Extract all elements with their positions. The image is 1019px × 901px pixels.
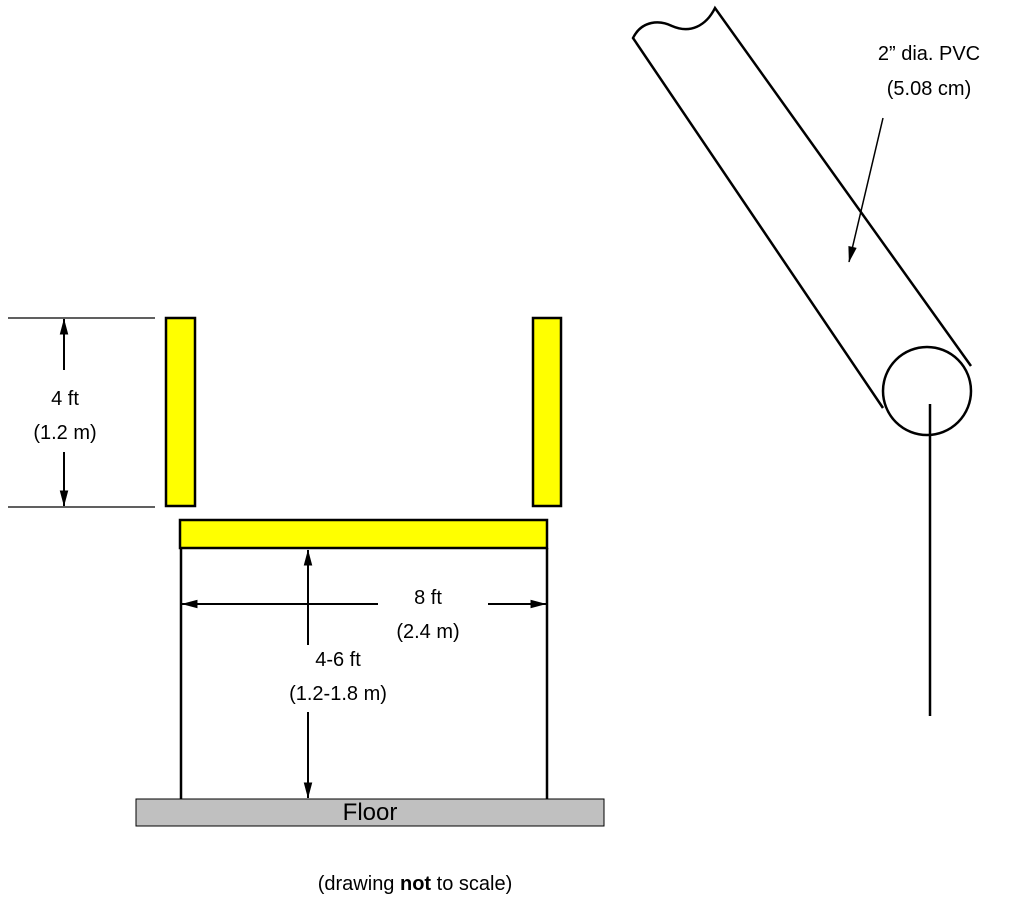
clearance-label-m: (1.2-1.8 m)	[289, 683, 387, 705]
pipe-body-outline	[631, 5, 973, 409]
right-upright	[531, 316, 563, 508]
footnote-emphasis: not	[400, 873, 431, 895]
floor-label: Floor	[343, 799, 398, 826]
pipe-label-cm: (5.08 cm)	[887, 78, 971, 100]
footnote-prefix: (drawing	[318, 873, 400, 895]
crossbar	[178, 518, 549, 550]
pipe-end-circle	[881, 345, 973, 437]
footnote-suffix: to scale)	[431, 873, 512, 895]
pvc-pipe-detail	[631, 5, 973, 716]
width-label-ft: 8 ft	[414, 587, 442, 609]
floor-bar	[135, 798, 605, 827]
post-height-label-ft: 4 ft	[51, 388, 79, 410]
clearance-label-ft: 4-6 ft	[315, 649, 361, 671]
post-height-label-m: (1.2 m)	[33, 422, 96, 444]
scale-footnote: (drawing not to scale)	[318, 873, 513, 895]
left-upright	[164, 316, 197, 508]
width-label-m: (2.4 m)	[396, 621, 459, 643]
pipe-label-dia: 2” dia. PVC	[878, 43, 980, 65]
pipe-pointer-arrow	[848, 117, 884, 263]
